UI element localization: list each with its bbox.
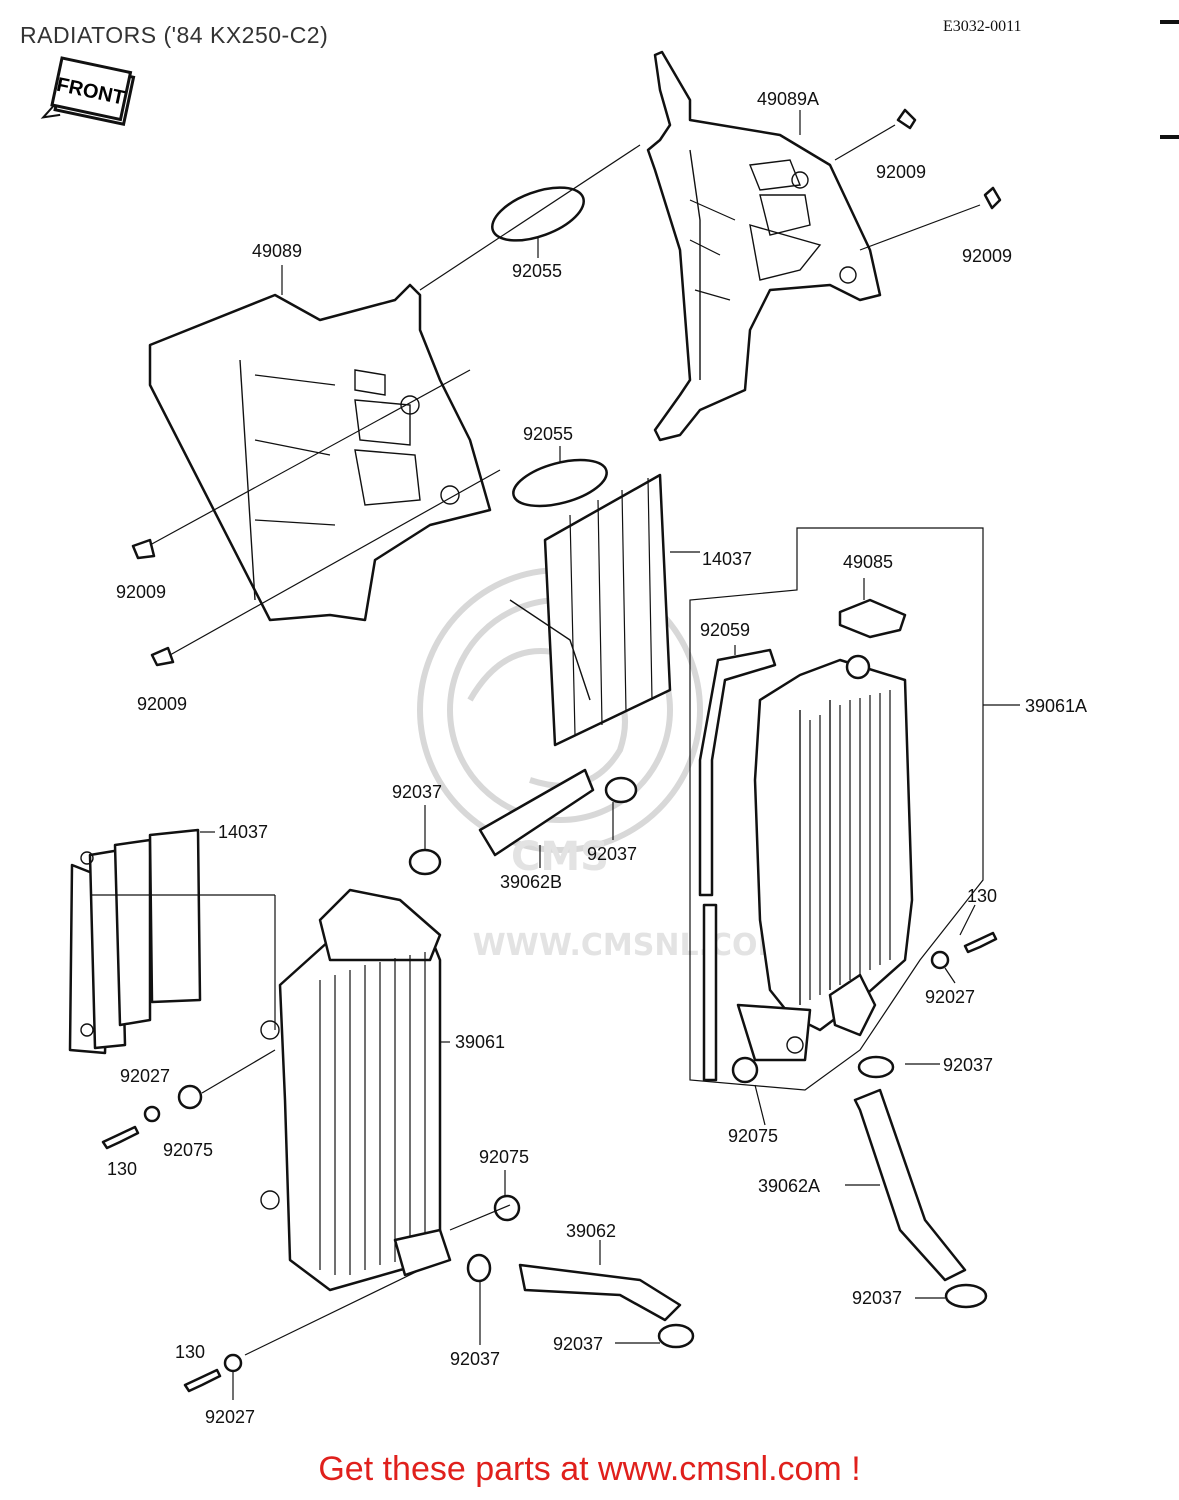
right-radiator bbox=[736, 654, 914, 1062]
footer-link[interactable]: Get these parts at www.cmsnl.com ! bbox=[318, 1450, 861, 1488]
label-39062b: 39062B bbox=[500, 872, 562, 892]
svg-text:CMS: CMS bbox=[511, 834, 609, 880]
label-14037: 14037 bbox=[702, 549, 752, 569]
left-radiator bbox=[260, 888, 452, 1292]
label-49089a: 49089A bbox=[757, 89, 819, 109]
bolt-icon bbox=[983, 186, 1002, 210]
label-92055: 92055 bbox=[512, 261, 562, 281]
grommet-icon bbox=[493, 1194, 521, 1222]
label-92009: 92009 bbox=[876, 162, 926, 182]
right-shroud bbox=[646, 50, 882, 442]
label-92027: 92027 bbox=[120, 1066, 170, 1086]
clamp-icon bbox=[657, 1323, 695, 1349]
leader-lines bbox=[90, 110, 1020, 1400]
label-92027: 92027 bbox=[925, 987, 975, 1007]
label-92009: 92009 bbox=[116, 582, 166, 602]
label-92009: 92009 bbox=[962, 246, 1012, 266]
clamp-icon bbox=[466, 1253, 492, 1283]
label-49089: 49089 bbox=[252, 241, 302, 261]
clamp-icon bbox=[604, 776, 638, 804]
collar-icon bbox=[223, 1353, 243, 1373]
bolt-icon bbox=[131, 538, 156, 560]
overflow-hose bbox=[698, 648, 777, 897]
label-92075: 92075 bbox=[728, 1126, 778, 1146]
clamp-icon bbox=[944, 1283, 988, 1309]
hose-39062a bbox=[853, 1088, 967, 1282]
label-39062: 39062 bbox=[566, 1221, 616, 1241]
label-92009: 92009 bbox=[137, 694, 187, 714]
collar-icon bbox=[930, 950, 950, 970]
cap-cover bbox=[838, 598, 907, 639]
label-92055: 92055 bbox=[523, 424, 573, 444]
label-130: 130 bbox=[107, 1159, 137, 1179]
bolt-icon bbox=[963, 931, 998, 954]
label-39061: 39061 bbox=[455, 1032, 505, 1052]
hose-39062 bbox=[518, 1263, 682, 1322]
collar-icon bbox=[143, 1105, 161, 1123]
label-92037: 92037 bbox=[852, 1288, 902, 1308]
label-92037: 92037 bbox=[553, 1334, 603, 1354]
label-39062a: 39062A bbox=[758, 1176, 820, 1196]
label-92027: 92027 bbox=[205, 1407, 255, 1427]
bolt-icon bbox=[183, 1368, 222, 1393]
label-92075: 92075 bbox=[479, 1147, 529, 1167]
label-14037: 14037 bbox=[218, 822, 268, 842]
right-radiator-grille bbox=[509, 473, 672, 747]
o-ring-middle bbox=[512, 458, 608, 508]
clamps-and-fasteners bbox=[101, 108, 1002, 1393]
bolt-icon bbox=[150, 646, 175, 667]
left-radiator-grille bbox=[68, 828, 202, 1055]
label-92037: 92037 bbox=[392, 782, 442, 802]
front-direction-tag: FRONT bbox=[40, 56, 136, 127]
grommet-icon bbox=[731, 1056, 759, 1084]
diagram-title: RADIATORS ('84 KX250-C2) bbox=[20, 22, 329, 48]
label-130: 130 bbox=[175, 1342, 205, 1362]
bolt-icon bbox=[101, 1125, 140, 1150]
label-92037: 92037 bbox=[450, 1349, 500, 1369]
part-labels: 49089A 92009 92009 49089 92055 92055 140… bbox=[107, 89, 1087, 1427]
label-92037: 92037 bbox=[587, 844, 637, 864]
clamp-icon bbox=[857, 1055, 895, 1079]
radiator-cap-neck bbox=[845, 654, 871, 680]
label-49085: 49085 bbox=[843, 552, 893, 572]
label-39061a: 39061A bbox=[1025, 696, 1087, 716]
label-92075: 92075 bbox=[163, 1140, 213, 1160]
overflow-hose-lower bbox=[702, 903, 718, 1082]
label-92037: 92037 bbox=[943, 1055, 993, 1075]
bolt-icon bbox=[896, 108, 917, 130]
label-130: 130 bbox=[967, 886, 997, 906]
diagram-code: E3032-0011 bbox=[943, 18, 1022, 35]
watermark-url: WWW.CMSNL.COM bbox=[473, 928, 788, 963]
grommet-icon bbox=[177, 1084, 203, 1110]
clamp-icon bbox=[408, 848, 442, 876]
label-92059: 92059 bbox=[700, 620, 750, 640]
hose-39062b bbox=[478, 768, 595, 857]
